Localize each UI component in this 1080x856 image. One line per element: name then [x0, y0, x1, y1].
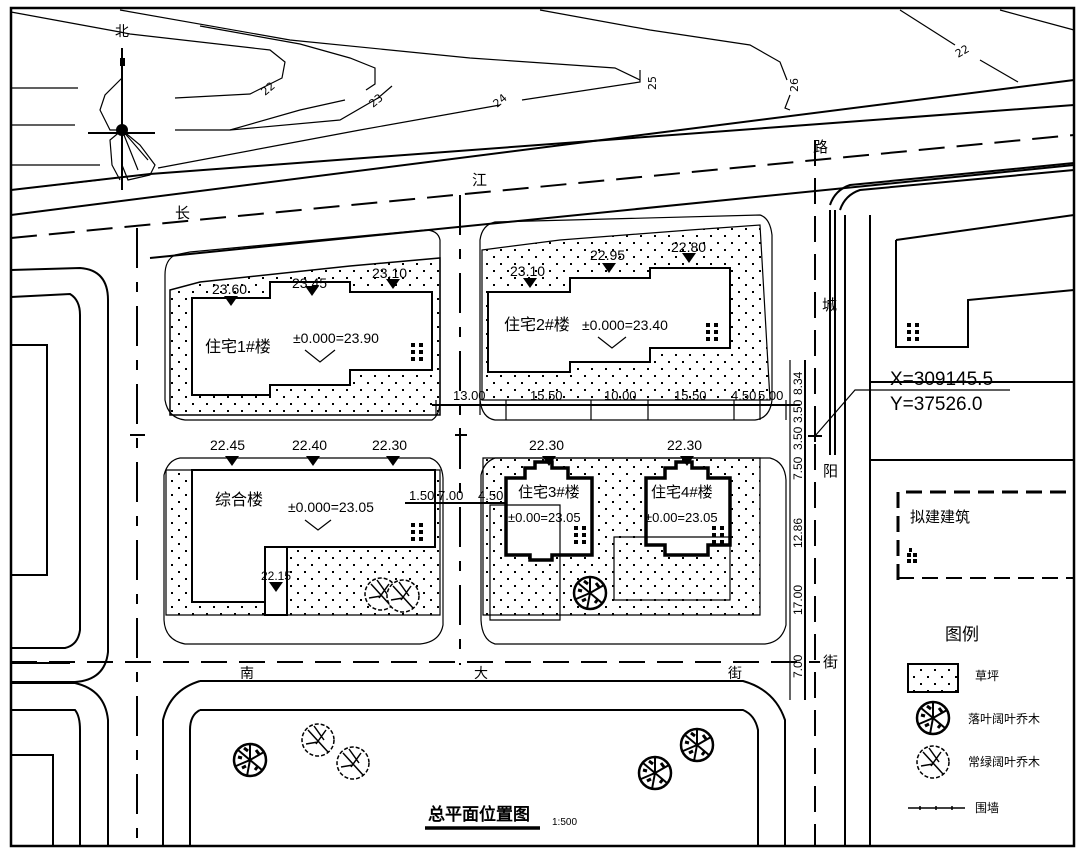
coordinate-y: Y=37526.0	[890, 394, 982, 415]
dimension-row-upper: 13.00 15.50 10.00 15.50 4.50 5.00	[432, 388, 800, 420]
legend-label: 常绿阔叶乔木	[968, 754, 1040, 769]
north-arrow-icon: 北	[88, 23, 156, 190]
bottom-road	[10, 661, 820, 847]
street-label: 街	[823, 654, 838, 671]
road-cross-mark	[455, 428, 467, 442]
block-2: 住宅2#楼 ±0.000=23.40 23.10 22.95 22.80	[479, 214, 773, 421]
dimension-label: 12.86	[791, 518, 805, 548]
dimension-label: 1.50	[409, 488, 434, 503]
deciduous-tree-icon	[916, 745, 950, 779]
entrance-elevation: 23.60	[212, 281, 247, 297]
legend-label: 草坪	[975, 669, 999, 683]
entrance-elevation: 22.95	[590, 247, 625, 263]
dimension-label: 7.00	[438, 488, 463, 503]
contour-label: 24	[491, 91, 510, 110]
building-elevation: ±0.000=23.40	[582, 317, 668, 333]
fence-line-icon	[908, 806, 965, 810]
legend-title: 图例	[945, 625, 979, 644]
drawing-title-block: 总平面位置图 1:500	[425, 804, 577, 830]
contour-label: 25	[646, 76, 659, 90]
entrance-elevation: 22.15	[261, 569, 291, 583]
street-labels: 长 江 路 城 阳 街 南 大 街	[175, 139, 838, 681]
building-name: 综合楼	[215, 491, 263, 509]
dimension-label: 4.50	[731, 388, 756, 403]
contour-label: 26	[788, 78, 801, 92]
building-elevation: ±0.00=23.05	[645, 510, 718, 525]
right-road	[814, 140, 1074, 845]
street-label: 路	[813, 139, 828, 156]
dimension-label: 17.00	[791, 585, 805, 615]
entrance-elevation: 22.40	[292, 437, 327, 453]
drawing-title: 总平面位置图	[428, 804, 530, 824]
legend: 图例 草坪 落叶阔叶乔木 常绿阔叶乔木 围墙	[907, 625, 1040, 815]
coordinate-x: X=309145.5	[890, 369, 993, 390]
dimension-label: 3.50	[791, 399, 805, 423]
dimension-label: 13.00	[453, 388, 486, 403]
entrance-elevation: 22.45	[210, 437, 245, 453]
top-road	[10, 79, 1075, 259]
entrance-elevation: 22.30	[667, 437, 702, 453]
dimension-label: 15.50	[674, 388, 707, 403]
south-block-trees	[232, 723, 715, 791]
dimension-label: 3.50	[791, 426, 805, 450]
dimension-label: 7.50	[791, 456, 805, 480]
evergreen-tree-icon	[915, 700, 951, 736]
building-name: 住宅3#楼	[518, 484, 580, 501]
dimension-label: 5.00	[758, 388, 783, 403]
drawing-frame	[9, 6, 1076, 848]
dimension-label: 8.34	[791, 371, 805, 395]
contour-labels: 22 23 24 25 26 22	[259, 42, 972, 110]
building-name: 拟建建筑	[910, 509, 970, 526]
building-elevation: ±0.000=23.90	[293, 330, 379, 346]
legend-label: 围墙	[975, 801, 999, 815]
block-1: 住宅1#楼 ±0.000=23.90 23.60 23.45 23.10	[164, 229, 441, 421]
grass-hatch-icon	[907, 663, 959, 693]
block-3: 综合楼 ±0.000=23.05 22.45 22.40 22.30 22.15	[163, 437, 444, 645]
street-label: 阳	[823, 463, 838, 480]
dimension-label: 15.50	[530, 388, 563, 403]
legend-label: 落叶阔叶乔木	[968, 712, 1040, 726]
dimension-column: 8.34 3.50 3.50 7.50 12.86 17.00 7.00	[789, 360, 806, 700]
building-name: 住宅1#楼	[205, 338, 271, 356]
street-label: 城	[822, 297, 837, 314]
street-label: 街	[728, 665, 742, 681]
entrance-elevation: 23.10	[510, 263, 545, 279]
entrance-elevation: 23.45	[292, 275, 327, 291]
street-label: 江	[472, 172, 487, 189]
drawing-scale: 1:500	[552, 817, 577, 828]
building-name: 住宅2#楼	[504, 316, 570, 334]
entrance-elevation: 22.30	[372, 437, 407, 453]
entrance-elevation: 23.10	[372, 265, 407, 281]
north-label: 北	[115, 23, 129, 39]
dimension-label: 10.00	[604, 388, 637, 403]
entrance-elevation: 22.80	[671, 239, 706, 255]
building-name: 住宅4#楼	[651, 484, 713, 501]
street-label: 长	[175, 205, 190, 222]
building-elevation: ±0.000=23.05	[288, 499, 374, 515]
street-label: 大	[474, 665, 488, 681]
planned-building-northeast	[895, 214, 1075, 348]
contour-label: 22	[953, 42, 972, 60]
entrance-elevation: 22.30	[529, 437, 564, 453]
dimension-label: 7.00	[791, 654, 805, 678]
left-road	[10, 228, 145, 840]
street-label: 南	[240, 665, 254, 681]
building-elevation: ±0.00=23.05	[508, 510, 581, 525]
coordinate-callout: X=309145.5 Y=37526.0	[808, 369, 1010, 442]
planned-building: 拟建建筑	[896, 490, 1074, 580]
block-4: 住宅3#楼 ±0.00=23.05 住宅4#楼 ±0.00=23.05 22.3…	[480, 437, 787, 645]
